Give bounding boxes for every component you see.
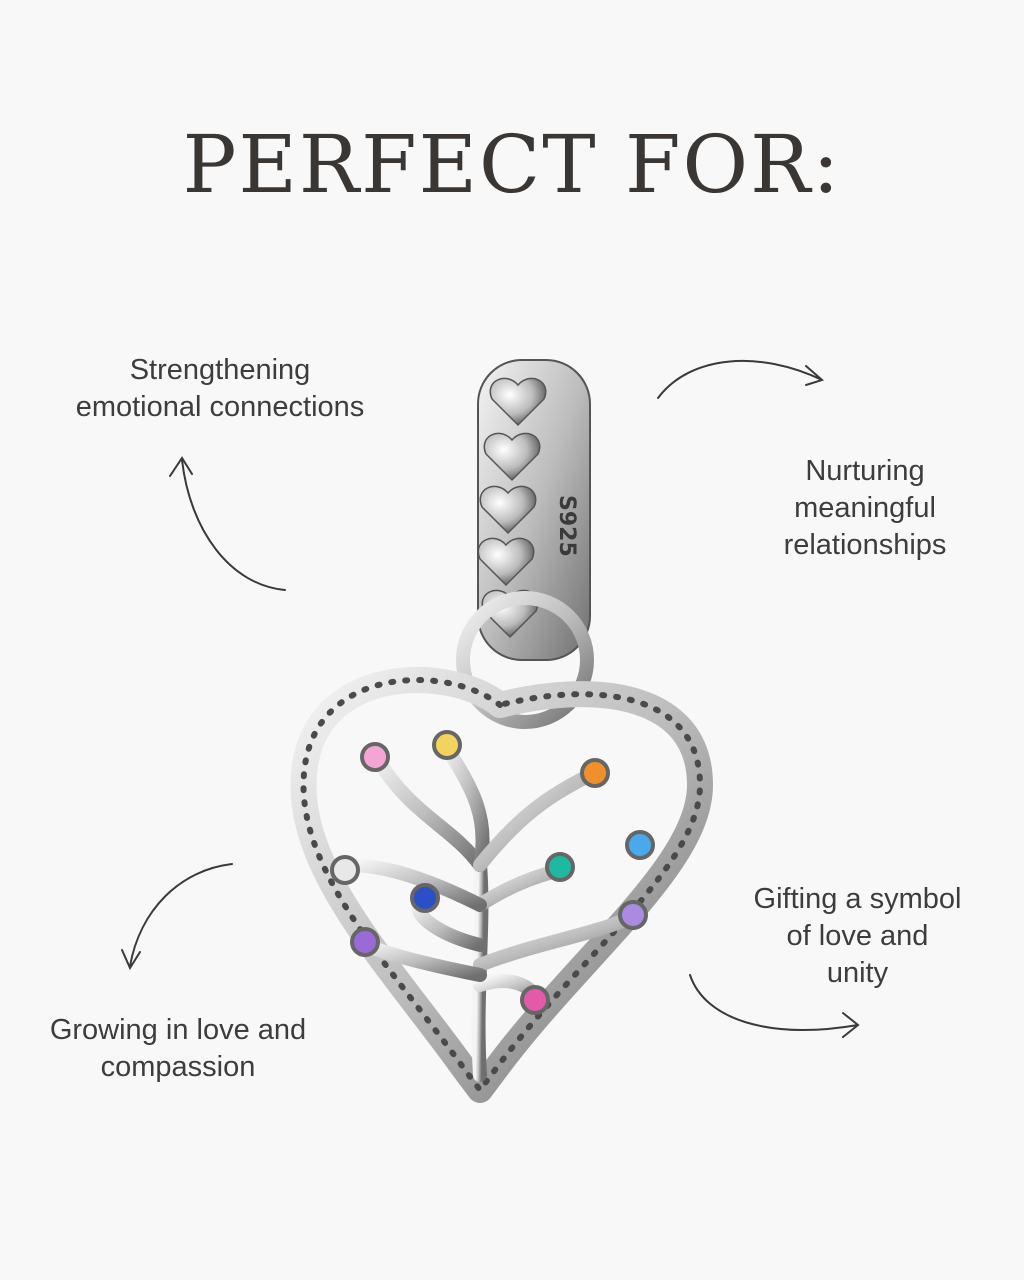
tree-branches (343, 738, 632, 1082)
arrow-bottom-left-icon (121, 863, 233, 971)
arrow-bottom-right-icon (689, 974, 860, 1038)
callout-line: of love and (786, 920, 929, 952)
gem-sapphire (410, 883, 440, 913)
gem-pink (360, 742, 390, 772)
callout-line: Gifting a symbol (753, 883, 962, 915)
callout-line: Nurturing (805, 455, 925, 487)
callout-growing: Growing in love and compassion (18, 1012, 338, 1086)
jump-ring (456, 591, 594, 729)
arrow-top-right-icon (657, 359, 825, 399)
page-title: PERFECT FOR: (182, 118, 842, 211)
callout-line: compassion (100, 1051, 256, 1083)
arrow-top-left-icon (169, 456, 286, 591)
gem-magenta (520, 985, 550, 1015)
gem-violet (350, 927, 380, 957)
callout-line: unity (826, 957, 889, 989)
callout-line: meaningful (794, 492, 936, 524)
callout-line: relationships (783, 529, 947, 561)
callout-strengthening: Strengthening emotional connections (30, 352, 410, 426)
callout-gifting: Gifting a symbol of love and unity (720, 881, 995, 992)
engraving-text: S925 (554, 495, 579, 557)
tree-of-life-charm-icon: S925 (290, 359, 713, 1103)
gem-orange (580, 758, 610, 788)
gem-lavender (618, 900, 648, 930)
gem-teal (545, 852, 575, 882)
gem-blue (625, 830, 655, 860)
gem-yellow (432, 730, 462, 760)
callout-nurturing: Nurturing meaningful relationships (720, 453, 1010, 564)
callout-line: Strengthening (129, 354, 311, 386)
callout-line: Growing in love and (49, 1014, 307, 1046)
charm-bail: S925 (477, 359, 591, 661)
gem-clear (330, 855, 360, 885)
callout-line: emotional connections (75, 391, 365, 423)
